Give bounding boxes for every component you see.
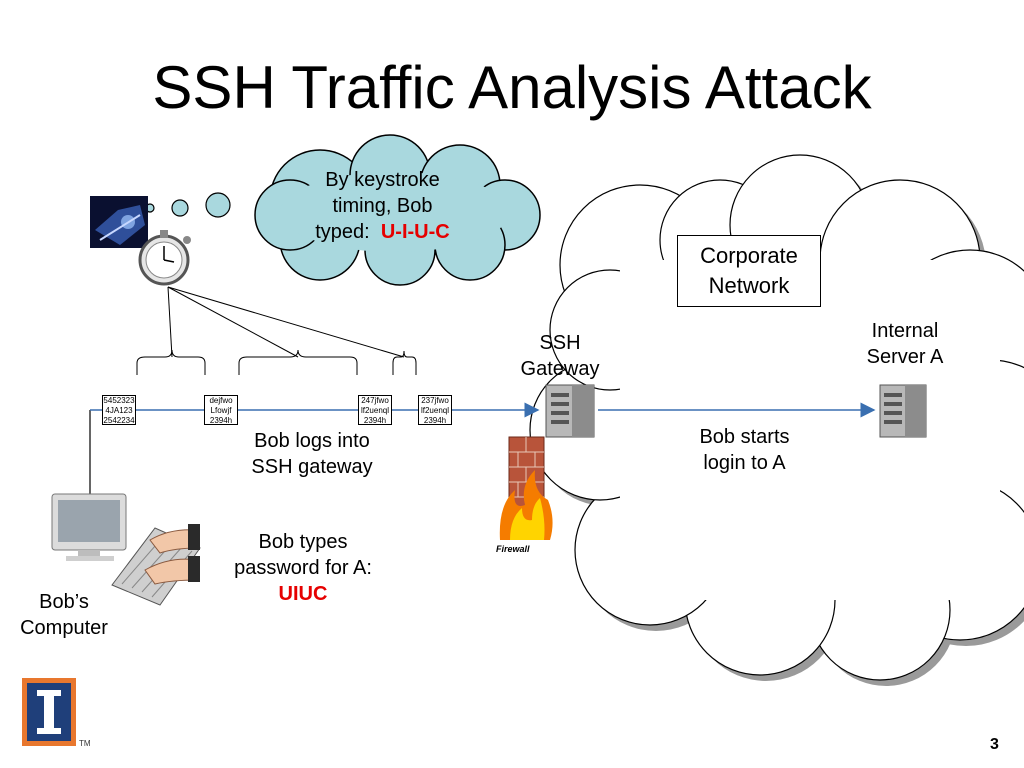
timing-brackets — [136, 349, 417, 375]
ssh-gateway-label: SSH Gateway — [505, 330, 615, 382]
timing-lines — [167, 286, 405, 358]
packet-line: 247jfwo — [361, 396, 389, 405]
caption-types-line-1: Bob types — [258, 531, 348, 553]
thought-line-2: timing, Bob — [332, 195, 433, 217]
page-number: 3 — [990, 736, 999, 753]
caption-types-highlight: UIUC — [278, 583, 328, 605]
caption-starts-login-line-2: login to A — [703, 452, 786, 474]
packet: dejfwo Lfowjf 2394h — [204, 395, 238, 425]
packet-line: lf2uenql — [360, 406, 390, 415]
svg-text:TM: TM — [79, 739, 91, 748]
thought-line-3: typed: U-I-U-C — [300, 219, 465, 245]
caption-logs-in: Bob logs into SSH gateway — [232, 428, 392, 480]
computer-icon — [51, 493, 127, 561]
thought-bubble — [145, 134, 541, 286]
thought-bubble-text: By keystroke timing, Bob typed: U-I-U-C — [300, 167, 465, 245]
corporate-network-cloud — [529, 154, 1024, 686]
internal-server-line-2: Server A — [866, 346, 944, 368]
internal-server-line-1: Internal — [871, 320, 939, 342]
bob-computer-line-2: Computer — [20, 617, 108, 639]
thought-typed-highlight: U-I-U-C — [380, 221, 450, 243]
server-icon — [879, 384, 927, 438]
packet-line: 2542234 — [103, 416, 135, 425]
corporate-label-line-1: Corporate — [700, 243, 798, 268]
packet-line: 237jfwo — [421, 396, 449, 405]
packet: 5452323 4JA123 2542234 — [102, 395, 136, 425]
firewall-icon — [499, 436, 553, 540]
spy-photo-icon — [90, 196, 148, 248]
packet-line: 5452323 — [103, 396, 135, 405]
thought-line-1: By keystroke — [325, 169, 440, 191]
corporate-label-line-2: Network — [708, 273, 790, 298]
network-links — [89, 402, 876, 495]
packet-line: 4JA123 — [105, 406, 133, 415]
caption-types-line-2: password for A: — [234, 557, 372, 579]
server-icon — [545, 384, 595, 438]
caption-logs-in-line-1: Bob logs into — [254, 430, 370, 452]
caption-starts-login-line-1: Bob starts — [699, 426, 790, 448]
thought-typed-prefix: typed: — [315, 221, 370, 243]
keyboard-hands-icon — [111, 524, 201, 606]
caption-types-password: Bob types password for A: UIUC — [218, 529, 388, 607]
packet-line: lf2uenql — [420, 406, 450, 415]
corporate-network-label: Corporate Network — [677, 235, 821, 307]
packet: 247jfwo lf2uenql 2394h — [358, 395, 392, 425]
internal-server-label: Internal Server A — [850, 318, 960, 370]
bob-computer-line-1: Bob’s — [39, 591, 89, 613]
slide-title: SSH Traffic Analysis Attack — [152, 54, 872, 121]
packet-line: Lfowjf — [210, 406, 232, 415]
stopwatch-icon — [138, 230, 191, 286]
packet-line: 2394h — [363, 416, 387, 425]
caption-starts-login: Bob starts login to A — [672, 424, 817, 476]
caption-logs-in-line-2: SSH gateway — [251, 456, 373, 478]
packet: 237jfwo lf2uenql 2394h — [418, 395, 452, 425]
ssh-gateway-line-1: SSH — [539, 332, 581, 354]
packet-line: dejfwo — [209, 396, 233, 405]
ssh-gateway-line-2: Gateway — [520, 358, 600, 380]
packet-line: 2394h — [209, 416, 233, 425]
packet-line: 2394h — [423, 416, 447, 425]
firewall-label: Firewall — [496, 544, 530, 554]
bob-computer-label: Bob’s Computer — [6, 589, 122, 641]
illinois-logo-icon: TM — [22, 678, 91, 748]
